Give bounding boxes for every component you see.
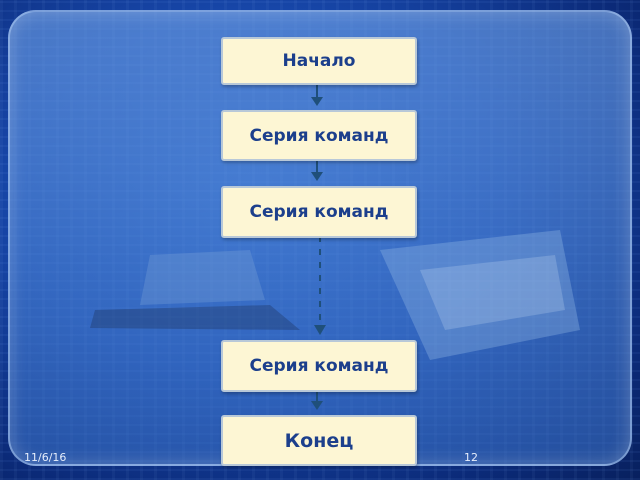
flow-step-1-label: Серия команд (249, 125, 389, 146)
flow-step-1-box: Серия команд (221, 110, 417, 161)
slide-page-number: 12 (464, 451, 478, 464)
flow-step-3-box: Серия команд (221, 340, 417, 392)
slide-date: 11/6/16 (24, 451, 67, 464)
flow-start-label: Начало (282, 51, 356, 71)
flow-end-box: Конец (221, 415, 417, 466)
flow-step-3-label: Серия команд (249, 356, 389, 376)
flow-start-box: Начало (221, 37, 417, 85)
flow-step-2-box: Серия команд (221, 186, 417, 238)
flow-end-label: Конец (284, 429, 354, 452)
flow-step-2-label: Серия команд (249, 202, 389, 222)
